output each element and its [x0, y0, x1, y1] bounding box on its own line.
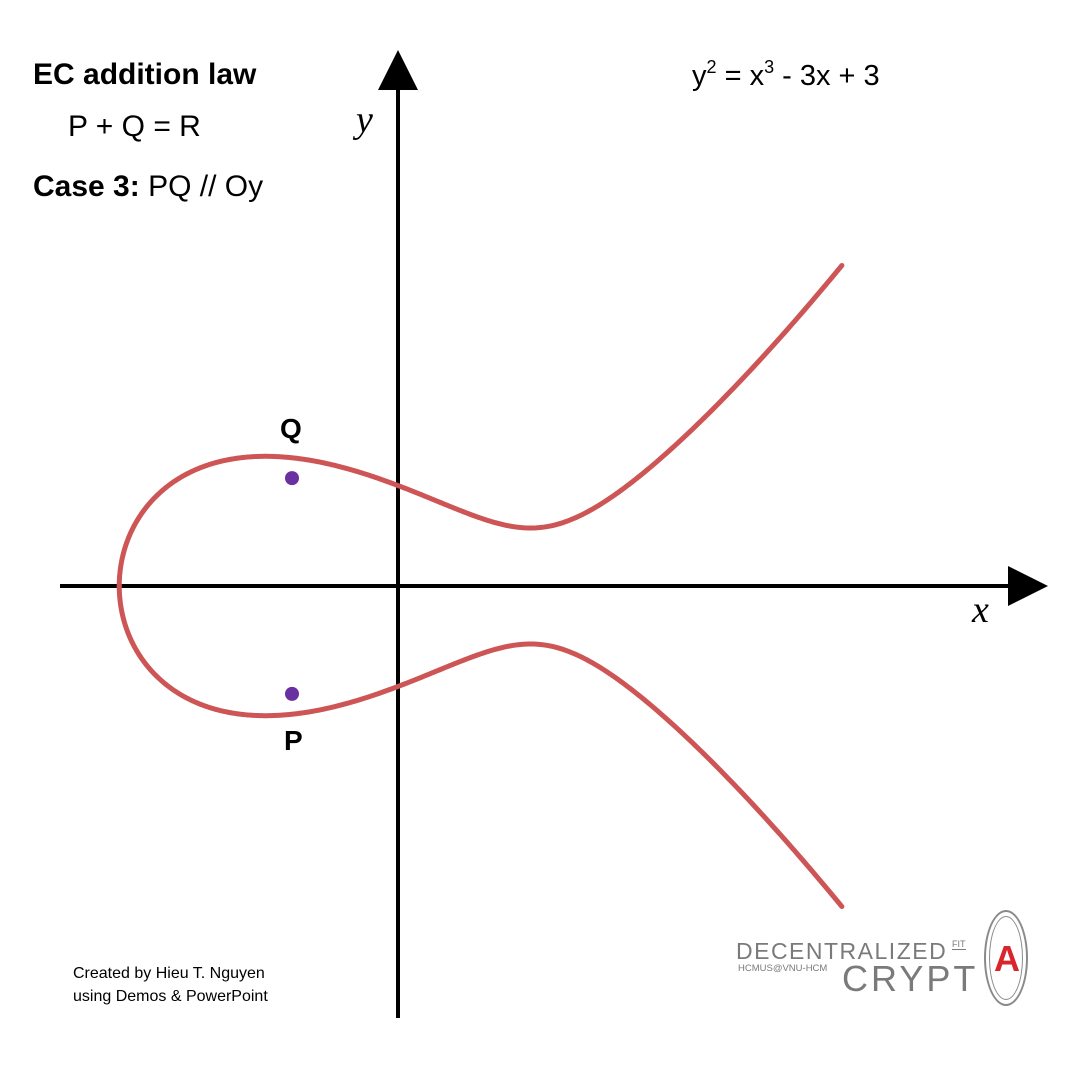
case-text: PQ // Oy	[148, 170, 264, 203]
logo-crypt-text: CRYPT	[842, 958, 979, 999]
case-line: Case 3: PQ // Oy	[33, 170, 263, 204]
decentralized-crypta-logo: DECENTRALIZED FIT HCMUS@VNU-HCM CRYPT A	[736, 910, 1032, 1010]
point-p	[285, 686, 299, 701]
credits-line-1: Created by Hieu T. Nguyen	[73, 965, 265, 982]
addition-equation: P + Q = R	[68, 110, 201, 143]
logo-decentralized-text: DECENTRALIZED	[736, 938, 948, 964]
curve-equation: y2 = x3 - 3x + 3	[692, 57, 880, 93]
curve-eq-rest: - 3x + 3	[774, 60, 880, 92]
logo-fit-text: FIT	[952, 939, 966, 950]
curve-lower-branch	[116, 583, 845, 910]
credits: Created by Hieu T. Nguyen using Demos & …	[73, 962, 268, 1008]
curve-upper-branch	[116, 262, 845, 589]
credits-line-2: using Demos & PowerPoint	[73, 988, 268, 1005]
page-title: EC addition law	[33, 58, 257, 91]
curve-eq-y: y	[692, 60, 707, 92]
y-axis-label: y	[356, 99, 373, 141]
point-q	[285, 471, 299, 486]
points-layer	[285, 471, 299, 701]
case-label: Case 3:	[33, 170, 140, 203]
point-label-p: P	[284, 725, 303, 756]
logo-a-letter: A	[994, 938, 1020, 979]
x-axis-label: x	[972, 589, 989, 631]
curve-eq-mid: = x	[716, 60, 765, 92]
point-label-q: Q	[280, 413, 302, 444]
logo-ring-icon	[984, 910, 1028, 1006]
logo-ring-inner-icon	[989, 916, 1023, 1000]
logo-sub-text: HCMUS@VNU-HCM	[738, 963, 828, 974]
curve-eq-y-exp: 2	[706, 57, 717, 77]
curve-eq-x-exp: 3	[764, 57, 775, 77]
